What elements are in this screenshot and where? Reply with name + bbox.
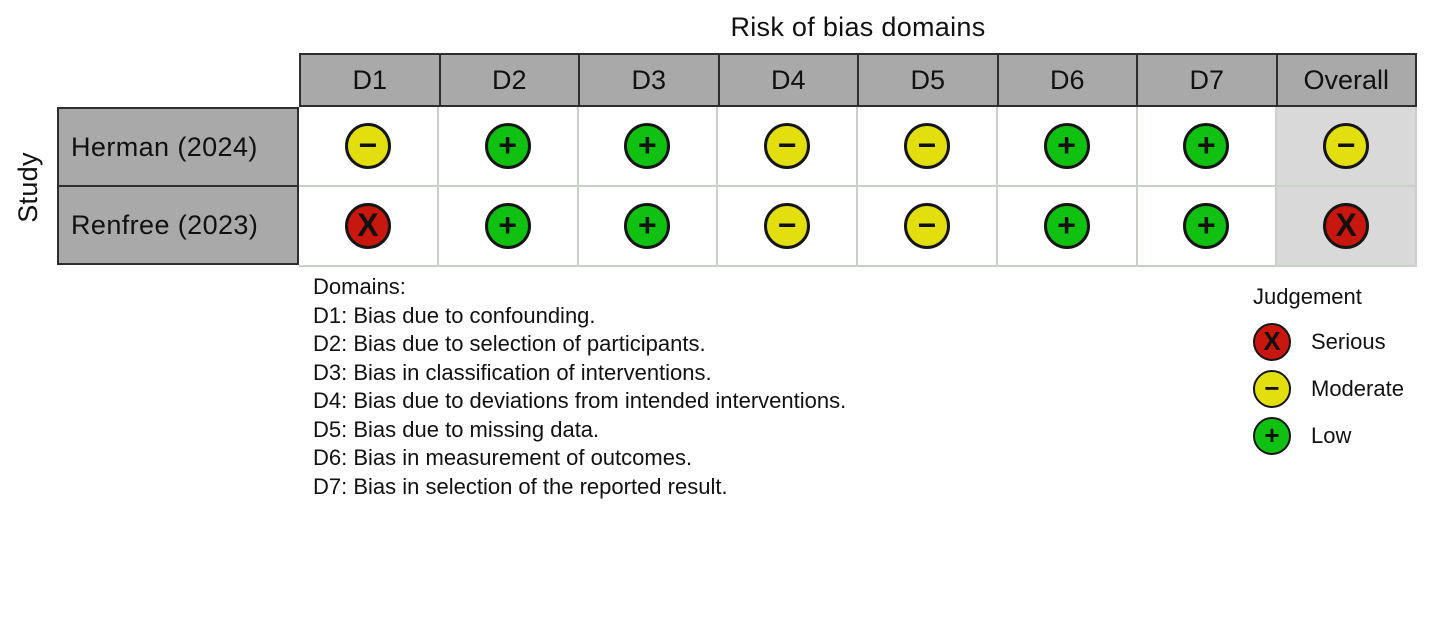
y-axis-label: Study [12,151,43,223]
column-header-overall: Overall [1275,53,1417,107]
judgement-symbol-moderate: − [777,127,797,163]
judgement-symbol-moderate: − [358,127,378,163]
cell-renfree-overall: X [1277,187,1417,267]
domain-definition-d6: D6: Bias in measurement of outcomes. [313,445,693,470]
judgement-symbol-moderate: − [777,207,797,243]
judgement-symbol-low: + [638,207,657,243]
judgement-circle-serious: X [1253,323,1291,361]
judgement-legend-label-low: Low [1311,423,1352,448]
judgement-symbol-moderate: − [917,207,937,243]
judgement-circle-low: + [624,123,671,169]
domain-definition-d4: D4: Bias due to deviations from intended… [313,388,847,413]
judgement-symbol-serious: X [357,207,379,243]
cell-herman-d4: − [718,107,858,187]
judgement-circle-low: + [1183,203,1230,249]
study-column: Herman (2024)Renfree (2023) [57,107,299,265]
judgement-legend-item-moderate: − Moderate [1253,370,1404,408]
judgement-circle-low: + [1043,123,1090,169]
judgement-circle-moderate: − [903,203,950,249]
study-label-renfree: Renfree (2023) [57,185,299,265]
judgement-circle-low: + [1043,203,1090,249]
domain-definition-d2: D2: Bias due to selection of participant… [313,331,706,356]
cell-renfree-d5: − [858,187,998,267]
judgement-circle-moderate: − [1323,123,1370,169]
judgement-symbol-moderate: − [1264,373,1280,403]
cell-renfree-d3: + [578,187,719,267]
domain-definition-d3: D3: Bias in classification of interventi… [313,359,712,385]
cell-herman-d3: + [578,107,719,187]
cell-herman-d5: − [858,107,998,187]
judgement-circle-low: + [484,203,531,249]
column-header-d1: D1 [299,53,441,107]
judgement-circle-moderate: − [764,203,811,249]
cell-renfree-d2: + [438,187,579,267]
cell-herman-d1: − [299,107,439,187]
domains-legend-heading: Domains: [313,274,406,299]
judgement-symbol-low: + [1057,207,1076,243]
cell-renfree-d1: X [299,187,439,267]
domain-definition-d1: D1: Bias due to confounding. [313,302,596,328]
judgement-legend-label-moderate: Moderate [1311,376,1404,401]
column-header-d4: D4 [717,53,859,107]
judgement-circle-serious: X [344,203,391,249]
column-header-d7: D7 [1136,53,1278,107]
domains-legend: Domains: D1: Bias due to confounding. D2:… [313,273,846,501]
judgement-symbol-low: + [498,207,517,243]
cell-herman-d2: + [438,107,579,187]
judgement-symbol-low: + [1264,420,1280,450]
judgement-legend-item-serious: X Serious [1253,323,1404,361]
judgement-circle-moderate: − [903,123,950,169]
judgement-symbol-moderate: − [917,127,937,163]
cell-renfree-d7: + [1137,187,1278,267]
judgement-symbol-low: + [1197,127,1216,163]
judgement-circle-moderate: − [344,123,391,169]
judgement-circle-low: + [1183,123,1230,169]
judgement-circle-moderate: − [764,123,811,169]
judgement-legend-items: X Serious − Moderate + Low [1253,323,1404,455]
column-header-d5: D5 [857,53,999,107]
domains-legend-lines: D1: Bias due to confounding. D2: Bias due… [313,302,846,502]
judgement-symbol-serious: X [1263,326,1281,356]
judgement-legend-heading: Judgement [1253,284,1362,309]
cell-renfree-d4: − [718,187,858,267]
judgement-circle-serious: X [1323,203,1370,249]
cell-herman-overall: − [1277,107,1417,187]
judgement-symbol-moderate: − [1336,127,1356,163]
judgement-grid: − + + − − + + − X + + − − + + X [299,107,1417,267]
judgement-circle-low: + [1253,417,1291,455]
judgement-legend-label-serious: Serious [1311,329,1386,354]
domain-definition-d5: D5: Bias due to missing data. [313,416,600,442]
column-header-d3: D3 [578,53,720,107]
judgement-legend: Judgement X Serious − Moderate + Low [1253,284,1404,464]
cell-renfree-d6: + [997,187,1138,267]
judgement-circle-low: + [624,203,671,249]
judgement-symbol-low: + [1057,127,1076,163]
plot-title: Risk of bias domains [730,12,986,42]
judgement-circle-low: + [484,123,531,169]
study-label-herman: Herman (2024) [57,107,299,187]
column-header-d2: D2 [438,53,580,107]
judgement-symbol-serious: X [1335,207,1357,243]
judgement-symbol-low: + [498,127,517,163]
judgement-symbol-low: + [1197,207,1216,243]
cell-herman-d7: + [1137,107,1278,187]
judgement-legend-item-low: + Low [1253,417,1404,455]
cell-herman-d6: + [997,107,1138,187]
y-axis-label-wrap: Study [2,107,54,267]
judgement-symbol-low: + [638,127,657,163]
domain-definition-d7: D7: Bias in selection of the reported re… [313,473,728,499]
judgement-circle-moderate: − [1253,370,1291,408]
column-header-d6: D6 [996,53,1138,107]
